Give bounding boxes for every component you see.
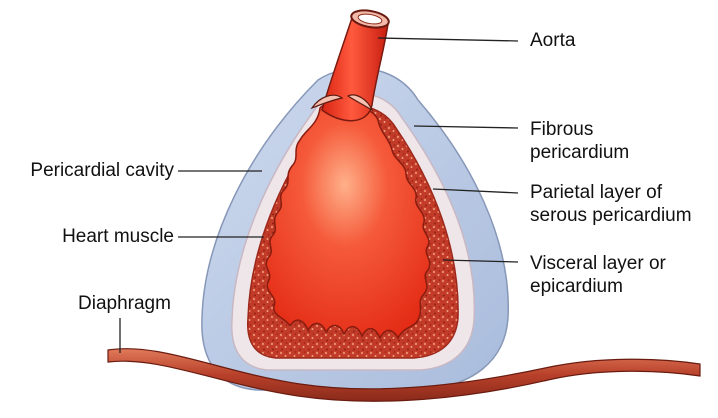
- label-parietal-layer-line2: serous pericardium: [530, 204, 692, 227]
- label-diaphragm: Diaphragm: [78, 292, 171, 315]
- leader-aorta: [378, 38, 518, 41]
- label-fibrous-pericardium-line2: pericardium: [530, 141, 629, 164]
- label-fibrous-pericardium-line1: Fibrous: [530, 118, 593, 141]
- label-visceral-layer-line1: Visceral layer or: [530, 252, 666, 275]
- label-visceral-layer-line2: epicardium: [530, 275, 623, 298]
- label-parietal-layer-line1: Parietal layer of: [530, 181, 662, 204]
- label-heart-muscle: Heart muscle: [62, 225, 174, 248]
- label-aorta: Aorta: [530, 29, 575, 52]
- label-pericardial-cavity: Pericardial cavity: [30, 159, 174, 182]
